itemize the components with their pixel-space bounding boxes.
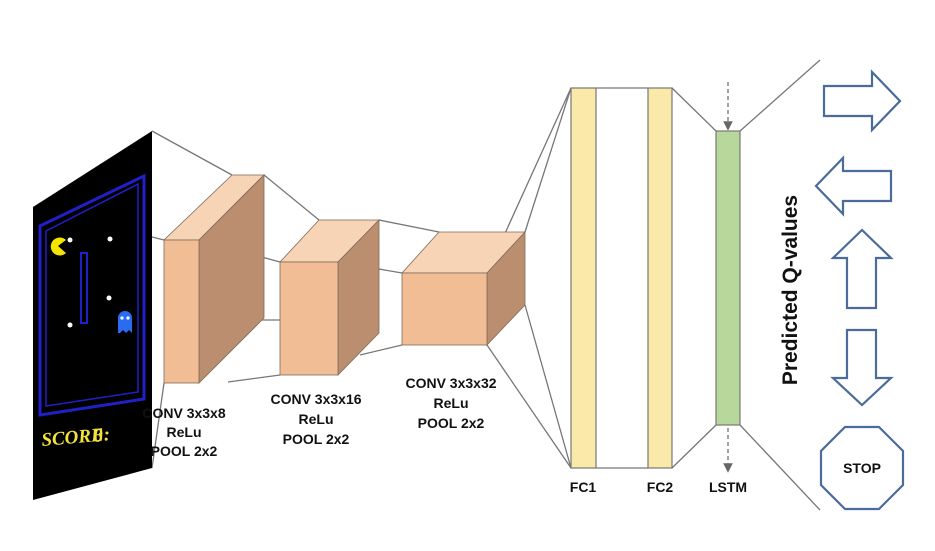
svg-text:POOL 2x2: POOL 2x2 bbox=[151, 443, 218, 459]
fc1-bar bbox=[570, 87, 597, 469]
svg-text:CONV 3x3x16: CONV 3x3x16 bbox=[270, 391, 361, 407]
svg-text:ReLu: ReLu bbox=[299, 411, 334, 427]
left-arrow-icon bbox=[814, 155, 893, 217]
svg-text:POOL 2x2: POOL 2x2 bbox=[418, 415, 485, 431]
lstm-bar bbox=[715, 130, 741, 426]
pellet bbox=[106, 295, 112, 301]
conv-block-2 bbox=[279, 219, 380, 376]
svg-text:ReLu: ReLu bbox=[434, 395, 469, 411]
right-arrow-icon bbox=[822, 69, 902, 133]
conv-block-3-front bbox=[401, 272, 488, 346]
stop-sign-icon bbox=[819, 425, 905, 511]
conv-block-1-front bbox=[163, 239, 200, 384]
pellet bbox=[67, 237, 73, 243]
conv-block-2-front bbox=[279, 261, 339, 376]
up-arrow-icon bbox=[830, 228, 894, 310]
down-arrow-icon bbox=[830, 328, 894, 407]
svg-text:ReLu: ReLu bbox=[167, 424, 202, 440]
score-value: 0 bbox=[93, 425, 105, 447]
conv-block-3 bbox=[401, 230, 526, 347]
conv-2-label: CONV 3x3x16 ReLu POOL 2x2 bbox=[270, 391, 361, 447]
conv-3-label: CONV 3x3x32 ReLu POOL 2x2 bbox=[405, 375, 496, 431]
svg-text:CONV 3x3x32: CONV 3x3x32 bbox=[405, 375, 496, 391]
maze-inner-wall bbox=[45, 182, 139, 407]
conv-1-label: CONV 3x3x8 ReLu POOL 2x2 bbox=[142, 405, 225, 459]
fc2-bar bbox=[647, 87, 673, 469]
conv-block-1 bbox=[163, 174, 265, 384]
stop-label: STOP bbox=[843, 460, 881, 476]
maze-outer-wall bbox=[38, 173, 146, 417]
q-values-title: Predicted Q-values bbox=[779, 195, 802, 385]
pacman-icon bbox=[50, 237, 66, 256]
svg-text:POOL 2x2: POOL 2x2 bbox=[283, 431, 350, 447]
pellet bbox=[107, 236, 113, 242]
maze-center-wall bbox=[80, 252, 88, 324]
ghost-icon bbox=[118, 311, 132, 333]
lstm-label: LSTM bbox=[709, 479, 747, 495]
fc2-label: FC2 bbox=[647, 479, 674, 495]
game-screen: SCORE: 0 bbox=[33, 131, 152, 500]
fc1-label: FC1 bbox=[570, 479, 597, 495]
svg-text:CONV 3x3x8: CONV 3x3x8 bbox=[142, 405, 225, 421]
pellet bbox=[67, 322, 73, 328]
